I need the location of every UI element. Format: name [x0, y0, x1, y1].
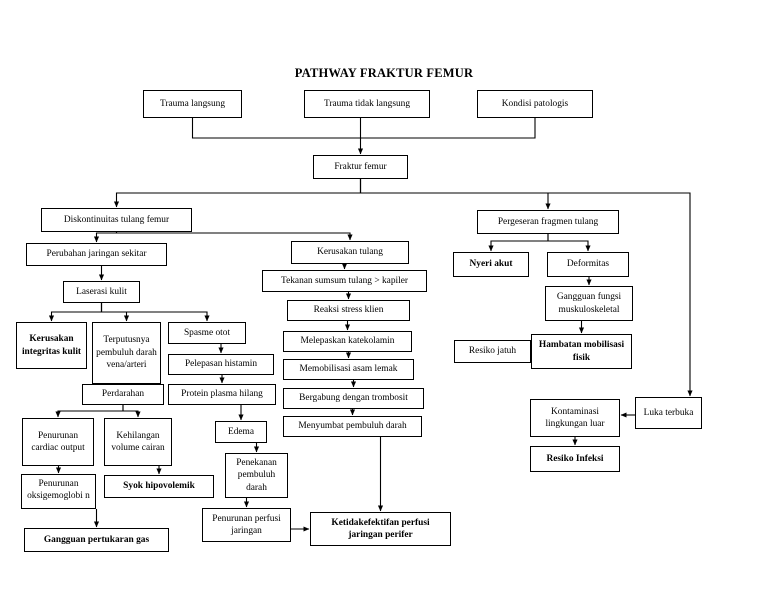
node-label: Pelepasan histamin	[184, 359, 258, 370]
node-laserasi_kulit[interactable]: Laserasi kulit	[63, 281, 140, 303]
node-label: Perubahan jaringan sekitar	[46, 249, 147, 260]
node-label: Deformitas	[566, 259, 610, 270]
node-protein_plasma[interactable]: Protein plasma hilang	[168, 384, 276, 405]
node-ketidakefektifan[interactable]: Ketidakefektifan perfusi jaringan perife…	[310, 512, 451, 546]
node-label: Laserasi kulit	[76, 286, 127, 297]
node-fraktur_femur[interactable]: Fraktur femur	[313, 155, 408, 179]
node-label: Nyeri akut	[469, 259, 513, 270]
connector-laserasi_kulit-to-terputusnya_pembuluh	[100, 303, 130, 322]
node-label: Resiko Infeksi	[546, 453, 604, 464]
node-spasme_otot[interactable]: Spasme otot	[168, 322, 246, 344]
node-label: Pergeseran fragmen tulang	[497, 216, 599, 227]
node-memobilisasi_lemak[interactable]: Memobilisasi asam lemak	[283, 359, 414, 380]
node-resiko_infeksi[interactable]: Resiko Infeksi	[530, 446, 620, 472]
node-deformitas[interactable]: Deformitas	[547, 252, 629, 277]
node-label: Penurunan cardiac output	[31, 430, 85, 453]
node-label: Fraktur femur	[334, 161, 387, 172]
connector-diskontinuitas-to-kerusakan_tulang	[115, 232, 353, 241]
connector-perdarahan-to-penurunan_cardiac	[55, 405, 124, 418]
node-label: Menyumbat pembuluh darah	[298, 421, 407, 432]
node-kehilangan_volume[interactable]: Kehilangan volume cairan	[104, 418, 172, 466]
node-label: Penurunan perfusi jaringan	[212, 513, 281, 536]
node-luka_terbuka[interactable]: Luka terbuka	[635, 397, 702, 429]
node-label: Bergabung dengan trombosit	[299, 393, 408, 404]
node-label: Reaksi stress klien	[313, 305, 384, 316]
node-label: Terputusnya pembuluh darah vena/arteri	[96, 335, 157, 371]
node-label: Gangguan fungsi muskuloskeletal	[556, 292, 622, 315]
node-menyumbat_pembuluh[interactable]: Menyumbat pembuluh darah	[283, 416, 422, 437]
node-trauma_tidak_langsung[interactable]: Trauma tidak langsung	[304, 90, 430, 118]
node-diskontinuitas[interactable]: Diskontinuitas tulang femur	[41, 208, 192, 232]
node-perdarahan[interactable]: Perdarahan	[82, 384, 164, 405]
node-label: Melepaskan katekolamin	[300, 336, 395, 347]
node-label: Perdarahan	[101, 389, 145, 400]
node-kerusakan_tulang[interactable]: Kerusakan tulang	[291, 241, 409, 264]
node-penekanan_pembuluh[interactable]: Penekanan pembuluh darah	[225, 453, 288, 498]
node-gangguan_fungsi[interactable]: Gangguan fungsi muskuloskeletal	[545, 286, 633, 321]
node-label: Syok hipovolemik	[123, 481, 195, 492]
node-label: Penekanan pembuluh darah	[236, 457, 277, 493]
node-penurunan_cardiac[interactable]: Penurunan cardiac output	[22, 418, 94, 466]
node-label: Tekanan sumsum tulang > kapiler	[281, 275, 408, 286]
node-label: Kerusakan integritas kulit	[21, 334, 82, 357]
node-reaksi_stress[interactable]: Reaksi stress klien	[287, 300, 410, 321]
node-nyeri_akut[interactable]: Nyeri akut	[453, 252, 529, 277]
node-label: Memobilisasi asam lemak	[299, 364, 398, 375]
node-pergeseran_fragmen[interactable]: Pergeseran fragmen tulang	[477, 210, 619, 234]
node-label: Trauma tidak langsung	[323, 98, 411, 109]
node-label: Penurunan oksigemoglobi n	[27, 479, 90, 502]
node-tekanan_sumsum[interactable]: Tekanan sumsum tulang > kapiler	[262, 270, 427, 292]
node-melepaskan_katekolamin[interactable]: Melepaskan katekolamin	[283, 331, 412, 352]
node-penurunan_oksigemoglobin[interactable]: Penurunan oksigemoglobi n	[21, 474, 96, 509]
node-terputusnya_pembuluh[interactable]: Terputusnya pembuluh darah vena/arteri	[92, 322, 161, 384]
node-pelepasan_histamin[interactable]: Pelepasan histamin	[168, 354, 274, 375]
connector-perdarahan-to-kehilangan_volume	[122, 405, 141, 418]
node-label: Protein plasma hilang	[181, 389, 263, 400]
connector-fraktur_femur-to-pergeseran_fragmen	[359, 179, 551, 210]
node-label: Spasme otot	[183, 327, 231, 338]
node-label: Trauma langsung	[159, 98, 226, 109]
node-perubahan_jaringan[interactable]: Perubahan jaringan sekitar	[26, 243, 167, 266]
connector-pergeseran_fragmen-to-deformitas	[547, 234, 591, 252]
node-hambatan_mobilisasi[interactable]: Hambatan mobilisasi fisik	[531, 334, 632, 369]
node-label: Diskontinuitas tulang femur	[63, 214, 170, 225]
node-kontaminasi[interactable]: Kontaminasi lingkungan luar	[530, 399, 620, 437]
node-label: Hambatan mobilisasi fisik	[538, 340, 625, 363]
node-label: Edema	[227, 426, 255, 437]
node-label: Kontaminasi lingkungan luar	[545, 406, 605, 429]
connector-laserasi_kulit-to-spasme_otot	[100, 303, 210, 322]
connector-laserasi_kulit-to-kerusakan_integritas	[48, 303, 103, 322]
node-label: Luka terbuka	[643, 407, 694, 418]
node-kondisi_patologis[interactable]: Kondisi patologis	[477, 90, 593, 118]
node-label: Kerusakan tulang	[317, 247, 383, 258]
node-label: Kehilangan volume cairan	[111, 430, 165, 453]
node-trauma_langsung[interactable]: Trauma langsung	[143, 90, 242, 118]
connector-trauma_langsung-to-fraktur_femur	[191, 118, 361, 139]
node-kerusakan_integritas[interactable]: Kerusakan integritas kulit	[16, 322, 87, 369]
node-label: Resiko jatuh	[468, 346, 517, 357]
connector-fraktur_femur-to-diskontinuitas	[113, 179, 362, 208]
connector-pergeseran_fragmen-to-nyeri_akut	[488, 234, 549, 252]
node-label: Ketidakefektifan perfusi jaringan perife…	[331, 517, 430, 540]
node-edema[interactable]: Edema	[215, 421, 267, 443]
node-gangguan_pertukaran[interactable]: Gangguan pertukaran gas	[24, 528, 169, 552]
connector-diskontinuitas-to-perubahan_jaringan	[93, 232, 118, 243]
node-bergabung_trombosit[interactable]: Bergabung dengan trombosit	[283, 388, 424, 409]
node-penurunan_perfusi[interactable]: Penurunan perfusi jaringan	[202, 508, 291, 542]
node-syok_hipovolemik[interactable]: Syok hipovolemik	[104, 475, 214, 498]
node-label: Kondisi patologis	[501, 98, 569, 109]
node-resiko_jatuh[interactable]: Resiko jatuh	[454, 340, 531, 363]
connector-kondisi_patologis-to-fraktur_femur	[360, 118, 536, 139]
page-title: PATHWAY FRAKTUR FEMUR	[294, 66, 474, 80]
node-label: Gangguan pertukaran gas	[43, 534, 150, 545]
